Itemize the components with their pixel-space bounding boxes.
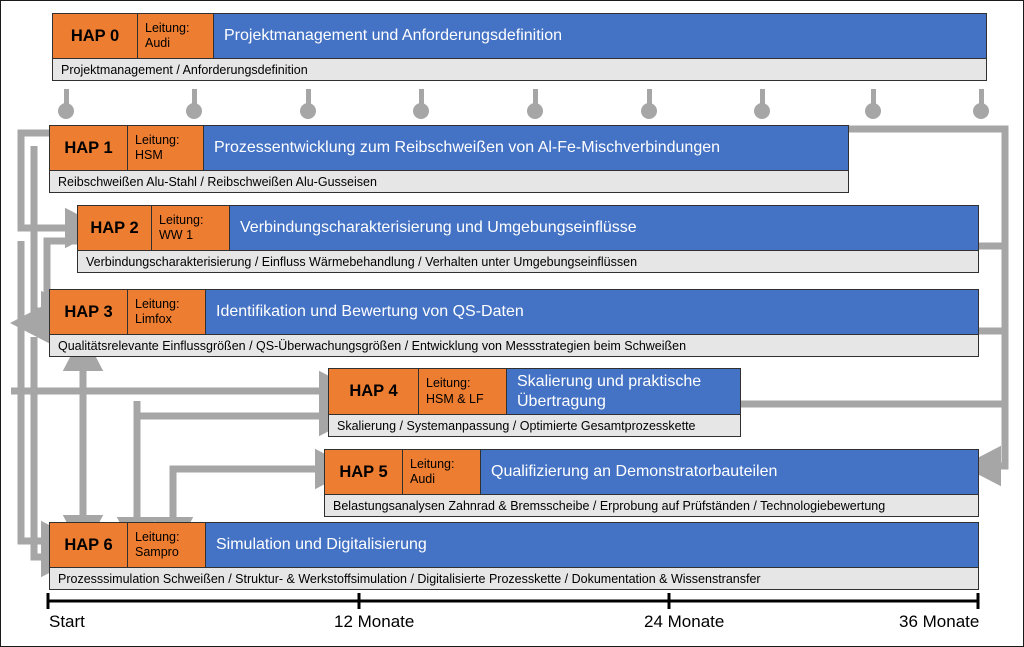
hap1-subtasks: Reibschweißen Alu-Stahl / Reibschweißen … bbox=[49, 171, 849, 193]
milestone-pin-icon bbox=[527, 89, 543, 119]
work-package-hap6[interactable]: HAP 6 Leitung: Sampro Simulation und Dig… bbox=[49, 522, 979, 590]
hap5-subtasks: Belastungsanalysen Zahnrad & Bremsscheib… bbox=[324, 495, 979, 517]
axis-label-24: 24 Monate bbox=[644, 612, 725, 631]
milestone-pin-icon bbox=[973, 89, 989, 119]
hap1-title: Prozessentwicklung zum Reibschweißen von… bbox=[204, 126, 848, 170]
hap4-id: HAP 4 bbox=[329, 369, 419, 414]
work-package-hap1[interactable]: HAP 1 Leitung: HSM Prozessentwicklung zu… bbox=[49, 125, 849, 193]
axis-label-start: Start bbox=[49, 612, 85, 631]
milestone-pin-icon bbox=[300, 89, 316, 119]
connector-hap1-to-hap3 bbox=[30, 146, 80, 332]
hap3-title-line-1: Identifikation und Bewertung von QS-Date… bbox=[216, 303, 524, 321]
axis-label-12: 12 Monate bbox=[334, 612, 415, 631]
hap4-title-line-1: Skalierung und praktische bbox=[517, 373, 702, 391]
work-package-hap5[interactable]: HAP 5 Leitung: Audi Qualifizierung an De… bbox=[324, 449, 979, 517]
hap4-title-line-2: Übertragung bbox=[517, 392, 606, 410]
hap2-title-line-1: Verbindungscharakterisierung und Umgebun… bbox=[240, 219, 637, 237]
hap6-lead: Leitung: Sampro bbox=[128, 523, 206, 567]
hap6-id: HAP 6 bbox=[50, 523, 128, 567]
hap1-lead-name: HSM bbox=[135, 148, 163, 162]
hap5-lead: Leitung: Audi bbox=[403, 450, 481, 494]
hap0-title: Projektmanagement und Anforderungsdefini… bbox=[214, 14, 986, 58]
hap3-title: Identifikation und Bewertung von QS-Date… bbox=[206, 290, 978, 334]
hap3-lead-name: Limfox bbox=[135, 312, 172, 326]
hap2-id: HAP 2 bbox=[78, 206, 152, 250]
hap6-title-line-1: Simulation und Digitalisierung bbox=[216, 536, 427, 554]
hap4-title: Skalierung und praktische Übertragung bbox=[507, 369, 740, 414]
hap5-title-line-1: Qualifizierung an Demonstratorbauteilen bbox=[491, 463, 778, 481]
hap0-lead: Leitung: Audi bbox=[138, 14, 214, 58]
hap3-header-row: HAP 3 Leitung: Limfox Identifikation und… bbox=[49, 289, 979, 335]
milestone-pin-icon bbox=[413, 89, 429, 119]
milestone-pin-icon bbox=[641, 89, 657, 119]
milestone-pin-icon bbox=[754, 89, 770, 119]
hap5-title: Qualifizierung an Demonstratorbauteilen bbox=[481, 450, 978, 494]
milestone-pin-icon bbox=[865, 89, 881, 119]
hap1-title-line-1: Prozessentwicklung zum Reibschweißen von… bbox=[214, 139, 721, 157]
hap6-lead-label: Leitung: bbox=[135, 529, 180, 544]
hap5-header-row: HAP 5 Leitung: Audi Qualifizierung an De… bbox=[324, 449, 979, 495]
work-package-hap0[interactable]: HAP 0 Leitung: Audi Projektmanagement un… bbox=[52, 13, 987, 81]
hap2-lead-label: Leitung: bbox=[159, 212, 204, 227]
hap4-lead: Leitung: HSM & LF bbox=[419, 369, 507, 414]
work-package-hap3[interactable]: HAP 3 Leitung: Limfox Identifikation und… bbox=[49, 289, 979, 357]
hap2-header-row: HAP 2 Leitung: WW 1 Verbindungscharakter… bbox=[77, 205, 979, 251]
connector-hap2-to-hap6 bbox=[30, 337, 80, 578]
hap6-subtasks: Prozesssimulation Schweißen / Struktur- … bbox=[49, 568, 979, 590]
hap0-lead-label: Leitung: bbox=[145, 20, 190, 35]
hap6-title: Simulation und Digitalisierung bbox=[206, 523, 978, 567]
hap0-subtasks: Projektmanagement / Anforderungsdefiniti… bbox=[52, 59, 987, 81]
connector-rail-to-hap4 bbox=[133, 395, 358, 518]
work-package-hap2[interactable]: HAP 2 Leitung: WW 1 Verbindungscharakter… bbox=[77, 205, 979, 273]
hap3-lead: Leitung: Limfox bbox=[128, 290, 206, 334]
hap1-header-row: HAP 1 Leitung: HSM Prozessentwicklung zu… bbox=[49, 125, 849, 171]
connector-hap1-to-hap6 bbox=[17, 241, 80, 562]
hap0-header-row: HAP 0 Leitung: Audi Projektmanagement un… bbox=[52, 13, 987, 59]
connector-rail-to-hap5 bbox=[169, 448, 354, 518]
hap2-title: Verbindungscharakterisierung und Umgebun… bbox=[230, 206, 978, 250]
hap2-lead: Leitung: WW 1 bbox=[152, 206, 230, 250]
hap0-id: HAP 0 bbox=[53, 14, 138, 58]
work-package-hap4[interactable]: HAP 4 Leitung: HSM & LF Skalierung und p… bbox=[328, 368, 741, 437]
hap0-title-line-1: Projektmanagement und Anforderungsdefini… bbox=[224, 27, 562, 45]
hap5-lead-name: Audi bbox=[410, 472, 436, 486]
hap3-subtasks: Qualitätsrelevante Einflussgrößen / QS-Ü… bbox=[49, 335, 979, 357]
hap1-lead-label: Leitung: bbox=[135, 132, 180, 147]
hap4-subtasks: Skalierung / Systemanpassung / Optimiert… bbox=[328, 415, 741, 437]
hap1-id: HAP 1 bbox=[50, 126, 128, 170]
hap4-header-row: HAP 4 Leitung: HSM & LF Skalierung und p… bbox=[328, 368, 741, 415]
hap6-lead-name: Sampro bbox=[135, 545, 179, 559]
milestone-pin-icon bbox=[186, 89, 202, 119]
hap3-id: HAP 3 bbox=[50, 290, 128, 334]
hap6-header-row: HAP 6 Leitung: Sampro Simulation und Dig… bbox=[49, 522, 979, 568]
hap2-lead-name: WW 1 bbox=[159, 228, 194, 242]
hap4-lead-label: Leitung: bbox=[426, 376, 471, 391]
hap2-subtasks: Verbindungscharakterisierung / Einfluss … bbox=[77, 251, 979, 273]
hap1-lead: Leitung: HSM bbox=[128, 126, 204, 170]
hap5-id: HAP 5 bbox=[325, 450, 403, 494]
hap3-lead-label: Leitung: bbox=[135, 296, 180, 311]
axis-label-36: 36 Monate bbox=[899, 612, 980, 631]
milestone-pin-icon bbox=[58, 89, 74, 119]
hap0-lead-name: Audi bbox=[145, 36, 171, 50]
hap5-lead-label: Leitung: bbox=[410, 456, 455, 471]
hap4-lead-name: HSM & LF bbox=[426, 391, 484, 406]
